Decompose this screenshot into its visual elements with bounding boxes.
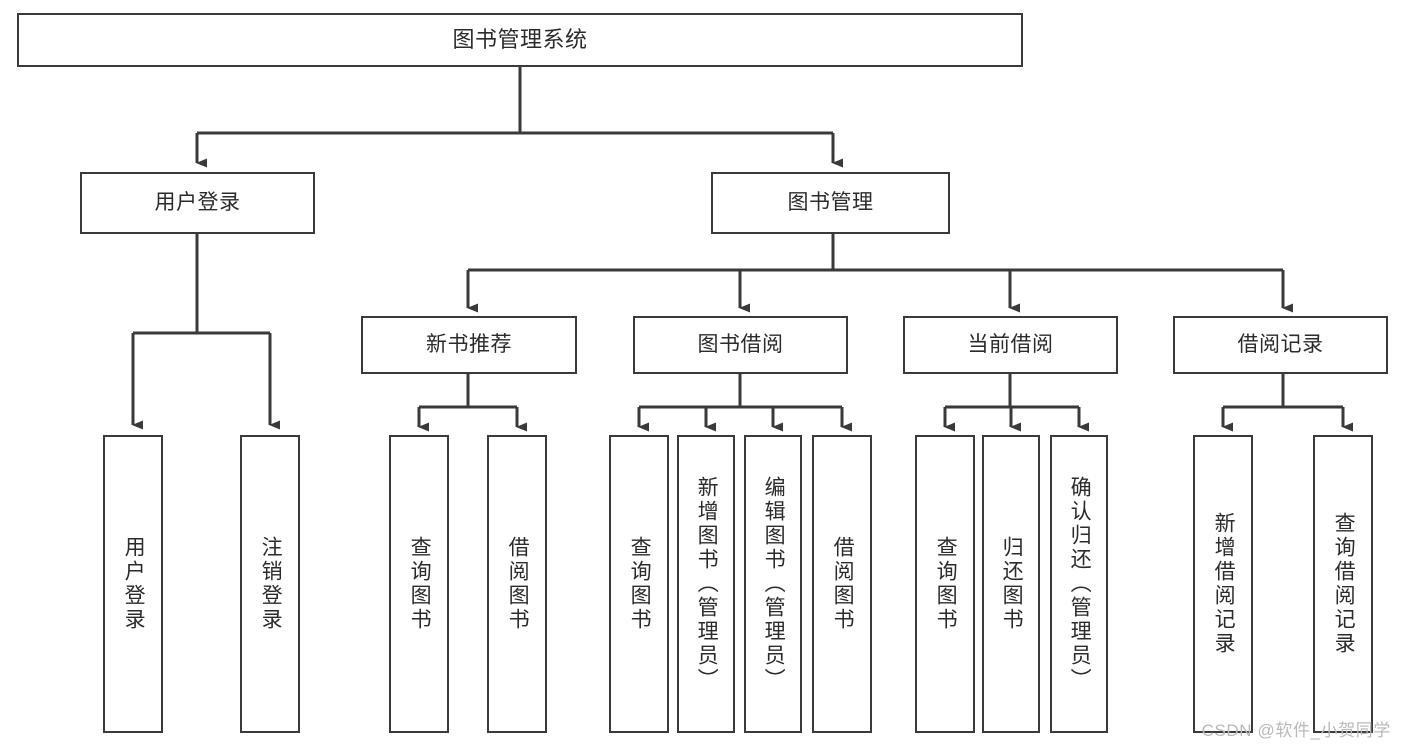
node-leaf-add-borrow-record-label: 新增借阅记录 [1212,512,1236,656]
node-book-management[interactable]: 图书管理 [711,172,950,234]
node-book-management-label: 图书管理 [787,190,874,214]
node-borrow-record-label: 借阅记录 [1237,332,1324,356]
node-new-book-recommend-label: 新书推荐 [426,332,512,356]
node-leaf-confirm-return-admin[interactable]: 确认归还（管理员） [1050,435,1108,733]
node-leaf-borrow-book-1-label: 借阅图书 [506,536,530,632]
node-leaf-edit-book-admin-label: 编辑图书（管理员） [762,476,786,692]
node-leaf-add-book-admin-label: 新增图书（管理员） [695,476,719,692]
node-leaf-query-book-2-label: 查询图书 [628,536,652,632]
node-leaf-user-login[interactable]: 用户登录 [103,435,163,733]
node-leaf-query-borrow-record[interactable]: 查询借阅记录 [1313,435,1373,733]
csdn-watermark: CSDN @软件_小贺同学 [1201,721,1391,740]
node-leaf-query-book-2[interactable]: 查询图书 [609,435,669,733]
node-book-borrow[interactable]: 图书借阅 [633,316,848,374]
node-leaf-add-borrow-record[interactable]: 新增借阅记录 [1193,435,1253,733]
node-current-borrow[interactable]: 当前借阅 [903,316,1118,374]
node-current-borrow-label: 当前借阅 [967,332,1054,356]
node-leaf-query-book-1[interactable]: 查询图书 [389,435,449,733]
node-root-system[interactable]: 图书管理系统 [17,13,1023,67]
node-root-system-label: 图书管理系统 [452,27,588,53]
node-leaf-confirm-return-admin-label: 确认归还（管理员） [1068,476,1092,692]
node-leaf-query-borrow-record-label: 查询借阅记录 [1332,512,1356,656]
node-leaf-logout-login-label: 注销登录 [259,536,283,632]
node-leaf-user-login-label: 用户登录 [122,536,146,632]
node-leaf-query-book-1-label: 查询图书 [408,536,432,632]
node-leaf-add-book-admin[interactable]: 新增图书（管理员） [677,435,735,733]
node-user-login-label: 用户登录 [154,190,241,214]
node-borrow-record[interactable]: 借阅记录 [1173,316,1388,374]
node-leaf-return-book[interactable]: 归还图书 [982,435,1040,733]
node-leaf-query-book-3[interactable]: 查询图书 [915,435,975,733]
node-book-borrow-label: 图书借阅 [697,332,784,356]
node-leaf-borrow-book-2-label: 借阅图书 [831,536,855,632]
node-leaf-return-book-label: 归还图书 [1000,536,1024,632]
node-leaf-borrow-book-1[interactable]: 借阅图书 [487,435,547,733]
node-user-login[interactable]: 用户登录 [80,172,315,234]
node-leaf-logout-login[interactable]: 注销登录 [240,435,300,733]
node-leaf-query-book-3-label: 查询图书 [934,536,958,632]
node-leaf-edit-book-admin[interactable]: 编辑图书（管理员） [744,435,802,733]
node-leaf-borrow-book-2[interactable]: 借阅图书 [812,435,872,733]
node-new-book-recommend[interactable]: 新书推荐 [361,316,577,374]
